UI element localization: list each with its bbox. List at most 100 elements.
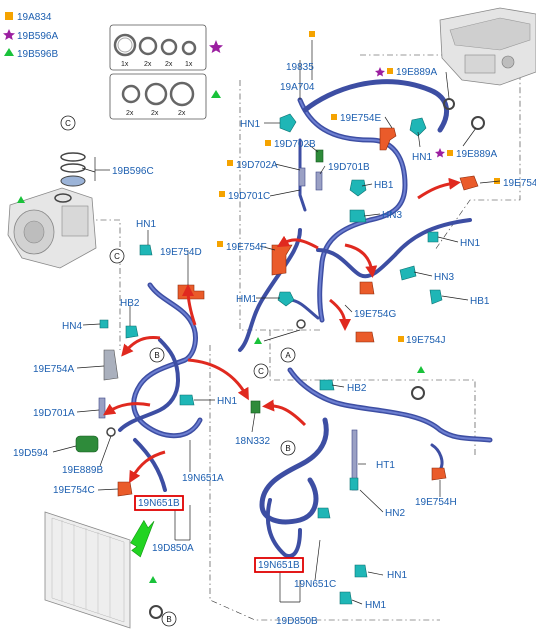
part-label: 19E889A (456, 149, 497, 160)
part-label: 19E754F (226, 242, 267, 253)
part-label: 19N651B (258, 560, 300, 571)
part-labels: 19835 19A704 19E889A HN1 19E754E 19D702B… (13, 62, 536, 627)
compressor (7, 187, 97, 269)
kit-qty: 1x (185, 61, 193, 68)
bracket-19e754a (103, 349, 119, 381)
oring-stack (54, 152, 86, 203)
hose-left (118, 282, 203, 492)
part-label: HN1 (217, 396, 237, 407)
part-label: 19D701C (228, 191, 270, 202)
legend-star-icon (3, 29, 15, 40)
part-label: HN1 (240, 119, 260, 130)
part-label: 19E754J (406, 335, 445, 346)
kit-qty: 2x (126, 110, 134, 117)
part-label: HT1 (376, 460, 395, 471)
part-label: 19B596C (112, 166, 154, 177)
legend-text: 19A834 (17, 12, 52, 23)
callouts: C C B A C B B (60, 115, 296, 627)
part-label: HN1 (136, 219, 156, 230)
pointer-arrow-icon (130, 519, 155, 558)
part-label: 19N651C (294, 579, 336, 590)
part-label: 19E754 (503, 178, 536, 189)
star-marker-icon (435, 148, 445, 158)
square-marker-icon (265, 140, 271, 146)
sensors (75, 149, 358, 491)
star-marker-icon (375, 67, 385, 77)
legend-triangle-icon (4, 48, 14, 56)
part-label: 19E754C (53, 485, 95, 496)
square-marker-icon (387, 68, 393, 74)
leader-lines (52, 40, 501, 605)
hose-upper (238, 79, 472, 352)
part-label: HN3 (434, 272, 454, 283)
clips (99, 113, 443, 605)
star-marker-icon (209, 40, 223, 53)
triangle-marker-icon (17, 196, 25, 203)
callout-letter: B (166, 615, 171, 624)
triangle-marker-icon (211, 90, 221, 98)
triangle-marker-icon (417, 366, 425, 373)
seal-kit-box-2: 2x 2x 2x (109, 73, 221, 120)
part-label: HN1 (460, 238, 480, 249)
part-label: 19E754D (160, 247, 202, 258)
part-label: HM1 (365, 600, 387, 611)
markers (17, 31, 500, 583)
triangle-marker-icon (149, 576, 157, 583)
triangle-marker-icon (254, 337, 262, 344)
part-label: HN3 (382, 210, 402, 221)
part-label: 19E754E (340, 113, 381, 124)
part-label: HN4 (62, 321, 82, 332)
part-label: HN1 (387, 570, 407, 581)
kit-qty: 2x (165, 61, 173, 68)
part-label: 19E754G (354, 309, 396, 320)
part-label: 19D702A (236, 160, 278, 171)
square-marker-icon (331, 114, 337, 120)
part-label: 19D701B (328, 162, 370, 173)
condenser (44, 511, 131, 629)
part-label: 19D701A (33, 408, 75, 419)
square-marker-icon (309, 31, 315, 37)
part-label: 19A704 (280, 82, 315, 93)
callout-letter: B (154, 351, 159, 360)
highlight-box (134, 495, 184, 511)
callout-letter: C (114, 252, 120, 261)
washers (106, 98, 485, 619)
brackets (117, 127, 479, 497)
part-label: 19E889B (62, 465, 103, 476)
callout-letter: A (285, 351, 291, 360)
part-label: 19835 (286, 62, 314, 73)
clip-hn1 (279, 113, 297, 133)
legend-text: 19B596A (17, 31, 58, 42)
part-label: 19E754H (415, 497, 457, 508)
part-label: HB1 (374, 180, 394, 191)
part-label: 19D702B (274, 139, 316, 150)
legend-square-icon (5, 12, 13, 20)
square-marker-icon (217, 241, 223, 247)
part-label: HN2 (385, 508, 405, 519)
callout-letter: B (285, 444, 290, 453)
part-label: 19E754A (33, 364, 74, 375)
kit-qty: 2x (151, 110, 159, 117)
legend-text: 19B596B (17, 49, 58, 60)
square-marker-icon (227, 160, 233, 166)
part-label: HM1 (236, 294, 258, 305)
callout-letter: C (258, 367, 264, 376)
seal-kit-box-1: 1x 2x 2x 1x (109, 24, 223, 71)
red-arrows (103, 177, 461, 484)
kit-qty: 2x (144, 61, 152, 68)
square-marker-icon (398, 336, 404, 342)
kit-qty: 2x (178, 110, 186, 117)
part-label: 19D850B (276, 616, 318, 627)
part-label: 19D850A (152, 543, 194, 554)
part-label: 19E889A (396, 67, 437, 78)
callout-letter: C (65, 119, 71, 128)
part-label: 19N651A (182, 473, 224, 484)
part-label: HB2 (120, 298, 140, 309)
legend: 19A834 19B596A 19B596B (3, 12, 58, 60)
part-label: HN1 (412, 152, 432, 163)
kit-qty: 1x (121, 61, 129, 68)
part-label: 19D594 (13, 448, 48, 459)
highlight-box (254, 557, 304, 573)
part-label: 19N651B (138, 498, 180, 509)
